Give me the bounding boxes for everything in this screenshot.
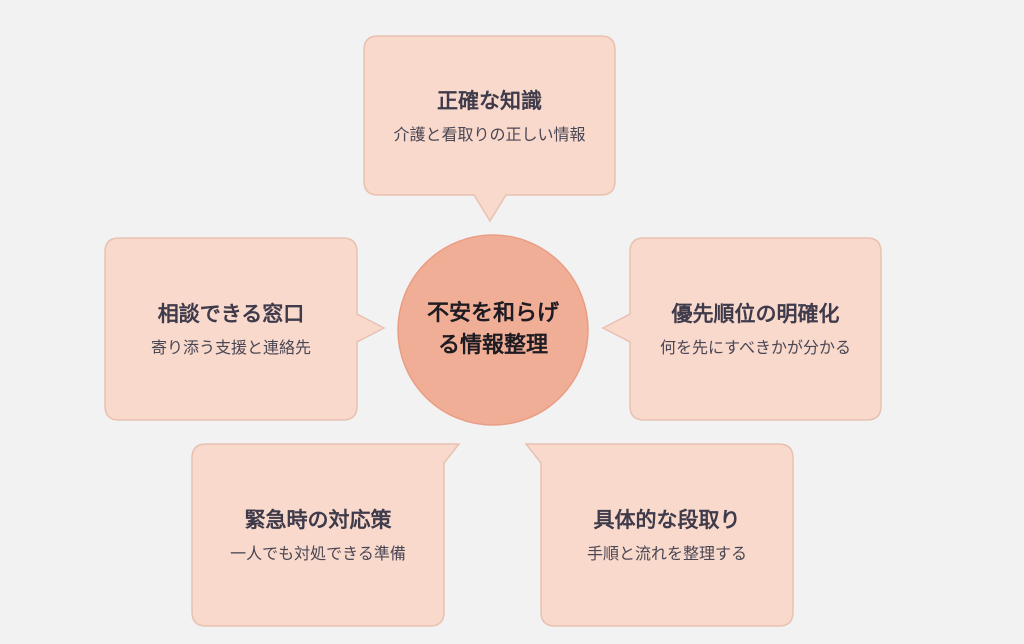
callout-top-shape	[363, 35, 616, 223]
node-title: 正確な知識	[437, 88, 542, 113]
node-accurate-knowledge: 正確な知識 介護と看取りの正しい情報	[364, 36, 615, 195]
center-circle	[397, 234, 589, 426]
node-emergency-response: 緊急時の対応策 一人でも対処できる準備	[192, 444, 444, 626]
callout-bottom-left-shape	[191, 443, 461, 627]
node-desc: 介護と看取りの正しい情報	[393, 124, 586, 144]
node-title: 優先順位の明確化	[671, 302, 840, 326]
node-concrete-steps: 具体的な段取り 手順と流れを整理する	[541, 444, 793, 626]
node-desc: 手順と流れを整理する	[586, 544, 747, 563]
node-desc: 一人でも対処できる準備	[230, 544, 406, 563]
node-title: 緊急時の対応策	[244, 508, 392, 532]
center-label: 不安を和らげる情報整理	[426, 301, 559, 358]
callout-left-shape	[104, 237, 386, 421]
callout-bottom-right-shape	[524, 443, 794, 627]
center-node: 不安を和らげる情報整理	[398, 235, 588, 425]
node-title: 相談できる窓口	[157, 302, 305, 326]
node-desc: 何を先にすべきかが分かる	[659, 338, 852, 357]
node-title: 具体的な段取り	[593, 508, 741, 532]
node-desc: 寄り添う支援と連絡先	[150, 338, 311, 357]
node-priority-clarification: 優先順位の明確化 何を先にすべきかが分かる	[630, 238, 881, 420]
node-consultation-window: 相談できる窓口 寄り添う支援と連絡先	[105, 238, 357, 420]
callout-right-shape	[601, 237, 882, 421]
